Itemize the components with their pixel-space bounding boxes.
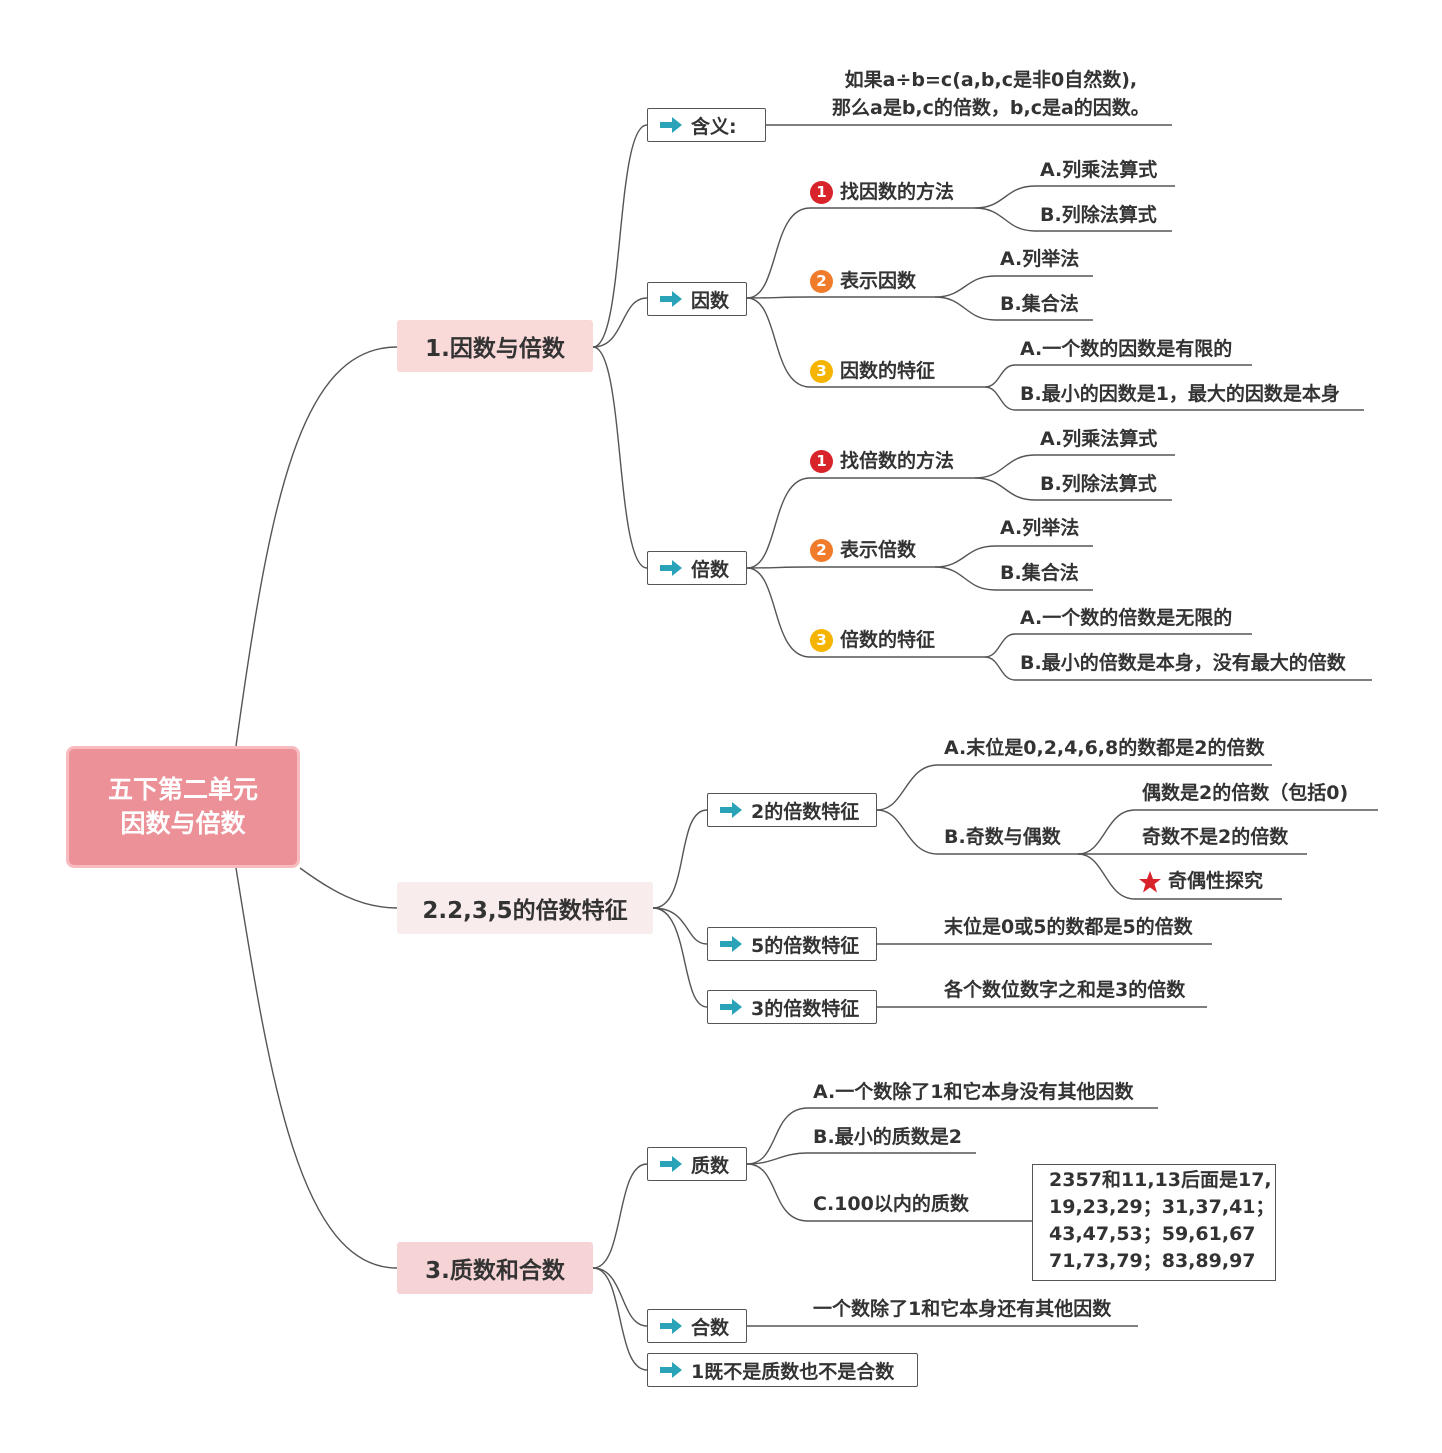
prime-sub-b[interactable]: B.最小的质数是2 bbox=[813, 1126, 962, 1148]
prime-list-box[interactable]: 2357和11,13后面是17, 19,23,29；31,37,41； 43,4… bbox=[1032, 1164, 1276, 1281]
composite-node[interactable]: 合数 bbox=[647, 1309, 747, 1343]
number-3-badge-icon: 3 bbox=[810, 360, 833, 383]
prime-list-line: 19,23,29；31,37,41； bbox=[1049, 1196, 1275, 1218]
prime-node[interactable]: 质数 bbox=[647, 1147, 747, 1181]
factor-feature-sub-b[interactable]: B.最小的因数是1，最大的因数是本身 bbox=[1020, 383, 1340, 405]
section-factors-multiples[interactable]: 1.因数与倍数 bbox=[397, 320, 593, 372]
prime-label: 质数 bbox=[691, 1154, 730, 1177]
composite-label: 合数 bbox=[691, 1316, 730, 1339]
prime-list-line: 2357和11,13后面是17, bbox=[1049, 1169, 1272, 1191]
arrow-right-icon bbox=[660, 560, 682, 576]
factor-method-sub-a[interactable]: A.列乘法算式 bbox=[1040, 159, 1158, 181]
number-1-badge-icon: 1 bbox=[810, 450, 833, 473]
prime-sub-a[interactable]: A.一个数除了1和它本身没有其他因数 bbox=[813, 1081, 1134, 1103]
multiple-method-sub-a[interactable]: A.列乘法算式 bbox=[1040, 428, 1158, 450]
multiple-represent-sub-a[interactable]: A.列举法 bbox=[1000, 517, 1080, 539]
factor-represent-label: 表示因数 bbox=[840, 270, 917, 292]
arrow-right-icon bbox=[720, 936, 742, 952]
factor-feature-sub-a[interactable]: A.一个数的因数是有限的 bbox=[1020, 338, 1233, 360]
three-multiple-text[interactable]: 各个数位数字之和是3的倍数 bbox=[944, 979, 1186, 1001]
parity-explore-label: 奇偶性探究 bbox=[1168, 870, 1264, 892]
three-multiple-node[interactable]: 3的倍数特征 bbox=[707, 990, 877, 1024]
odd-even-node[interactable]: B.奇数与偶数 bbox=[944, 826, 1061, 848]
three-multiple-label: 3的倍数特征 bbox=[751, 997, 860, 1020]
multiple-feature-node[interactable]: 3 倍数的特征 bbox=[810, 628, 935, 652]
factor-label: 因数 bbox=[691, 289, 730, 312]
five-multiple-label: 5的倍数特征 bbox=[751, 934, 860, 957]
multiple-represent-node[interactable]: 2 表示倍数 bbox=[810, 538, 916, 562]
five-multiple-node[interactable]: 5的倍数特征 bbox=[707, 927, 877, 961]
factor-method-label: 找因数的方法 bbox=[840, 181, 955, 203]
prime-list-line: 43,47,53；59,61,67 bbox=[1049, 1223, 1256, 1245]
two-multiple-sub-a[interactable]: A.末位是0,2,4,6,8的数都是2的倍数 bbox=[944, 737, 1265, 759]
factor-feature-node[interactable]: 3 因数的特征 bbox=[810, 359, 935, 383]
meaning-node[interactable]: 含义: bbox=[647, 108, 766, 142]
multiple-feature-sub-b[interactable]: B.最小的倍数是本身，没有最大的倍数 bbox=[1020, 652, 1346, 674]
arrow-right-icon bbox=[720, 999, 742, 1015]
multiple-represent-label: 表示倍数 bbox=[840, 539, 917, 561]
multiple-method-node[interactable]: 1 找倍数的方法 bbox=[810, 449, 954, 473]
multiple-feature-label: 倍数的特征 bbox=[840, 629, 936, 651]
composite-text[interactable]: 一个数除了1和它本身还有其他因数 bbox=[813, 1298, 1112, 1320]
meaning-text: 如果a÷b=c(a,b,c是非0自然数), 那么a是b,c的倍数，b,c是a的因… bbox=[832, 66, 1150, 122]
multiple-method-label: 找倍数的方法 bbox=[840, 450, 955, 472]
factor-feature-label: 因数的特征 bbox=[840, 360, 936, 382]
root-topic[interactable]: 五下第二单元 因数与倍数 bbox=[66, 746, 300, 868]
multiple-node[interactable]: 倍数 bbox=[647, 551, 747, 585]
arrow-right-icon bbox=[660, 291, 682, 307]
number-1-badge-icon: 1 bbox=[810, 181, 833, 204]
multiple-feature-sub-a[interactable]: A.一个数的倍数是无限的 bbox=[1020, 607, 1233, 629]
root-title-line1: 五下第二单元 bbox=[107, 775, 258, 804]
section-235-multiples[interactable]: 2.2,3,5的倍数特征 bbox=[397, 882, 653, 934]
two-multiple-label: 2的倍数特征 bbox=[751, 800, 860, 823]
meaning-text-line2: 那么a是b,c的倍数，b,c是a的因数。 bbox=[832, 97, 1150, 119]
factor-represent-sub-b[interactable]: B.集合法 bbox=[1000, 293, 1079, 315]
star-icon bbox=[1139, 870, 1161, 892]
arrow-right-icon bbox=[660, 1318, 682, 1334]
number-2-badge-icon: 2 bbox=[810, 539, 833, 562]
number-3-badge-icon: 3 bbox=[810, 629, 833, 652]
odd-number-item[interactable]: 奇数不是2的倍数 bbox=[1142, 826, 1289, 848]
arrow-right-icon bbox=[720, 802, 742, 818]
two-multiple-node[interactable]: 2的倍数特征 bbox=[707, 793, 877, 827]
factor-method-sub-b[interactable]: B.列除法算式 bbox=[1040, 204, 1157, 226]
one-neither-label: 1既不是质数也不是合数 bbox=[691, 1360, 895, 1383]
meaning-text-line1: 如果a÷b=c(a,b,c是非0自然数), bbox=[844, 69, 1138, 91]
meaning-label: 含义: bbox=[691, 115, 737, 138]
parity-explore-item[interactable]: 奇偶性探究 bbox=[1138, 869, 1263, 894]
prime-list-line: 71,73,79；83,89,97 bbox=[1049, 1250, 1256, 1272]
multiple-represent-sub-b[interactable]: B.集合法 bbox=[1000, 562, 1079, 584]
multiple-label: 倍数 bbox=[691, 558, 730, 581]
even-number-item[interactable]: 偶数是2的倍数（包括0) bbox=[1142, 782, 1349, 804]
arrow-right-icon bbox=[660, 1156, 682, 1172]
section-prime-composite[interactable]: 3.质数和合数 bbox=[397, 1242, 593, 1294]
factor-node[interactable]: 因数 bbox=[647, 282, 747, 316]
number-2-badge-icon: 2 bbox=[810, 270, 833, 293]
factor-method-node[interactable]: 1 找因数的方法 bbox=[810, 180, 954, 204]
prime-sub-c[interactable]: C.100以内的质数 bbox=[813, 1193, 969, 1215]
arrow-right-icon bbox=[660, 1362, 682, 1378]
one-neither-node[interactable]: 1既不是质数也不是合数 bbox=[647, 1353, 918, 1387]
multiple-method-sub-b[interactable]: B.列除法算式 bbox=[1040, 473, 1157, 495]
arrow-right-icon bbox=[660, 117, 682, 133]
five-multiple-text[interactable]: 末位是0或5的数都是5的倍数 bbox=[944, 916, 1193, 938]
factor-represent-sub-a[interactable]: A.列举法 bbox=[1000, 248, 1080, 270]
root-title-line2: 因数与倍数 bbox=[120, 809, 246, 838]
factor-represent-node[interactable]: 2 表示因数 bbox=[810, 269, 916, 293]
